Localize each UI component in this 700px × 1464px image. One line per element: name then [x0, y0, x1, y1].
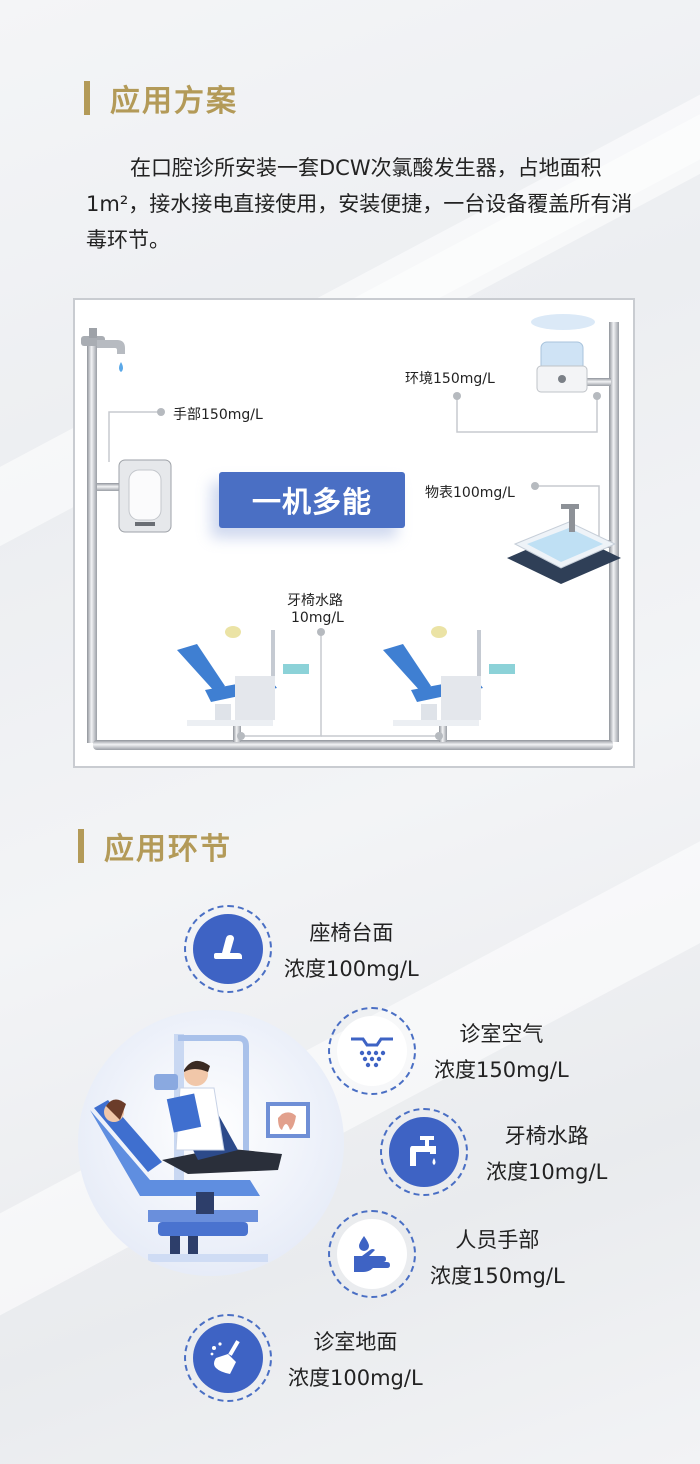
title-accent-bar: [84, 81, 90, 115]
item-name: 诊室空气: [459, 1022, 544, 1046]
item-name: 座椅台面: [309, 921, 394, 945]
broom-icon: [210, 1340, 240, 1374]
item-text-chair-waterline: 牙椅水路 浓度10mg/L: [486, 1118, 607, 1190]
dental-chair-icon: [383, 626, 515, 726]
room-floor-badge: [184, 1314, 272, 1402]
section-title-applications: 应用环节: [78, 824, 232, 868]
faucet-icon: [81, 328, 125, 372]
pipe-network: [81, 314, 621, 750]
item-concentration: 浓度100mg/L: [288, 1366, 423, 1390]
water-faucet-icon: [410, 1136, 436, 1166]
multi-function-badge: 一机多能: [219, 472, 405, 528]
wash-basin-icon: [507, 504, 621, 584]
section-title-text: 应用环节: [104, 832, 232, 867]
hand-sanitizer-dispenser-icon: [118, 459, 172, 533]
chair-waterline-label: 牙椅水路: [287, 593, 343, 609]
dentist-patient-illustration: [78, 1010, 344, 1276]
item-name: 人员手部: [455, 1228, 540, 1252]
chair-seat-icon: [214, 935, 242, 959]
item-name: 诊室地面: [313, 1330, 398, 1354]
environment-label: 环境150mg/L: [405, 371, 495, 387]
item-concentration: 浓度100mg/L: [284, 957, 419, 981]
humidifier-icon: [531, 314, 595, 393]
hand-label: 手部150mg/L: [173, 407, 263, 423]
dental-chair-icon: [177, 626, 309, 726]
hand-drop-icon: [354, 1236, 390, 1272]
item-text-chair-surface: 座椅台面 浓度100mg/L: [284, 915, 419, 987]
chair-waterline-value: 10mg/L: [291, 610, 344, 626]
item-concentration: 浓度150mg/L: [434, 1058, 569, 1082]
section-title-text: 应用方案: [110, 84, 238, 119]
installation-diagram: 手部150mg/L 环境150mg/L 物表100mg/L 牙椅水路 10mg/…: [73, 298, 635, 768]
item-concentration: 浓度150mg/L: [430, 1264, 565, 1288]
chair-surface-badge: [184, 905, 272, 993]
item-text-room-floor: 诊室地面 浓度100mg/L: [288, 1324, 423, 1396]
air-mist-icon: [351, 1037, 393, 1068]
item-text-staff-hands: 人员手部 浓度150mg/L: [430, 1222, 565, 1294]
item-text-room-air: 诊室空气 浓度150mg/L: [434, 1016, 569, 1088]
surface-label: 物表100mg/L: [425, 485, 515, 501]
section-title-solution: 应用方案: [84, 76, 238, 120]
title-accent-bar: [78, 829, 84, 863]
staff-hands-badge: [328, 1210, 416, 1298]
intro-paragraph: 在口腔诊所安装一套DCW次氯酸发生器，占地面积1m²，接水接电直接使用，安装便捷…: [86, 156, 633, 252]
item-name: 牙椅水路: [504, 1124, 589, 1148]
chair-waterline-badge: [380, 1108, 468, 1196]
item-concentration: 浓度10mg/L: [486, 1160, 608, 1184]
room-air-badge: [328, 1007, 416, 1095]
